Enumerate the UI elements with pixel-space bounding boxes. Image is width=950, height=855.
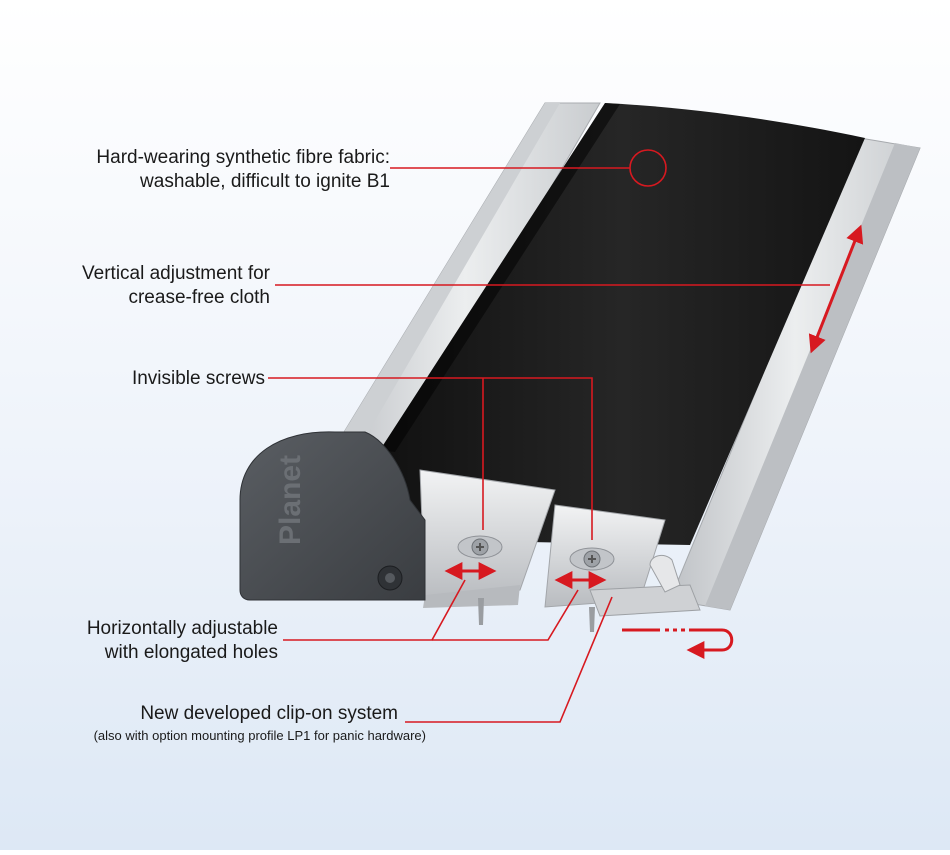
callout-horizontal-line2: with elongated holes	[104, 642, 278, 663]
callout-clip-note: (also with option mounting profile LP1 f…	[93, 728, 426, 743]
callout-clip-on-system: New developed clip-on system	[20, 702, 398, 726]
callout-fabric-line2: washable, difficult to ignite B1	[140, 171, 390, 192]
clip-on-direction-arrow-icon	[622, 628, 734, 659]
callout-lines	[268, 149, 830, 723]
callout-line-clip	[405, 596, 613, 723]
callout-vertical-line1: Vertical adjustment for	[82, 263, 270, 284]
fabric-seal	[380, 103, 865, 545]
callout-clip-line1: New developed clip-on system	[140, 703, 398, 724]
callout-vertical-line2: crease-free cloth	[128, 287, 270, 308]
callout-line-horizontal-right	[432, 589, 579, 641]
screw-right-icon	[569, 547, 615, 632]
callout-invisible-screws: Invisible screws	[20, 367, 265, 391]
callout-fabric: Hard-wearing synthetic fibre fabric: was…	[40, 146, 390, 194]
callout-vertical-adjustment: Vertical adjustment for crease-free clot…	[20, 262, 270, 310]
callout-horizontal-adjustment: Horizontally adjustable with elongated h…	[20, 617, 278, 665]
end-cap: Planet	[239, 431, 426, 601]
callout-horizontal-line1: Horizontally adjustable	[86, 618, 278, 639]
callout-line-screws-right	[268, 377, 593, 540]
callout-screws-line1: Invisible screws	[131, 368, 265, 389]
vertical-adjust-arrow-icon	[808, 224, 864, 354]
callout-fabric-line1: Hard-wearing synthetic fibre fabric:	[96, 147, 390, 168]
screw-left-icon	[457, 535, 503, 625]
brand-logo: Planet	[274, 455, 307, 545]
fabric-highlight-circle	[629, 149, 667, 187]
